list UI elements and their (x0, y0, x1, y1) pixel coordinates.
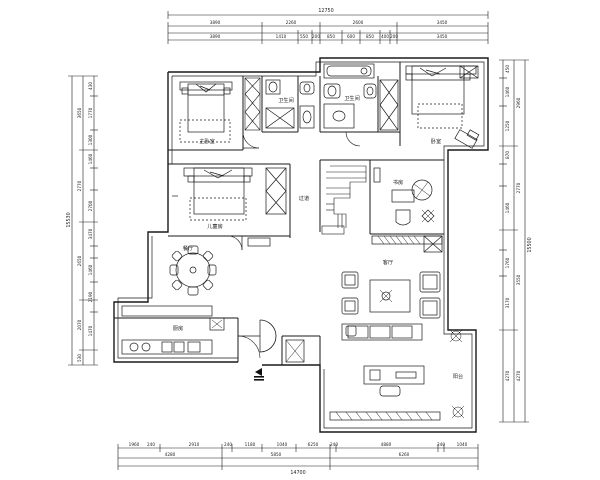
dim-bot-r1-0: 1960 (129, 442, 140, 447)
living-room (341, 271, 463, 343)
dim-bot-r1-10: 1040 (457, 442, 468, 447)
dim-left-r1-7: 2190 (88, 291, 93, 302)
kitchen (121, 305, 277, 359)
dim-top-r2-2: 2600 (353, 20, 364, 25)
dim-top-r2-3: 3450 (437, 20, 448, 25)
label-bedroom-nw: 主卧室 (199, 137, 215, 145)
dim-top-r2-0: 3890 (210, 20, 221, 25)
label-living: 客厅 (383, 258, 393, 266)
dim-left-r2-1: 2770 (77, 180, 82, 191)
dim-bot-r1-3: 240 (224, 442, 232, 447)
dim-bot-r1-2: 2910 (189, 442, 200, 447)
dim-bot-r1-1: 240 (147, 442, 155, 447)
dim-right-r1-3: 870 (505, 151, 510, 159)
dim-left-overall: 15530 (66, 212, 72, 227)
dim-top-r3-5: 600 (347, 34, 355, 39)
dim-top-r3-4: 850 (327, 34, 335, 39)
dim-bot-r2-2: 6260 (399, 452, 410, 457)
dim-right-overall: 15500 (527, 237, 533, 252)
entrance-arrow (254, 368, 264, 381)
dim-top-r3-2: 550 (300, 34, 308, 39)
dim-top-r3-3: 200 (312, 34, 320, 39)
label-bath-b: 卫生间 (344, 94, 360, 102)
dim-left-r2-3: 2070 (77, 319, 82, 330)
dim-right-r2-0: 2960 (516, 97, 521, 108)
dining (169, 245, 217, 296)
dimension-labels: 12750 3890 2260 2600 3450 3890 1410 550 … (66, 8, 533, 476)
dim-bot-overall: 14700 (290, 470, 305, 476)
dim-right-r1-6: 3170 (505, 297, 510, 308)
bath-b (323, 63, 399, 147)
bath-a (265, 79, 315, 129)
dim-left-r2-2: 2650 (77, 255, 82, 266)
dim-left-r1-8: 1470 (88, 325, 93, 336)
dim-right-r1-5: 1760 (505, 257, 510, 268)
dim-left-r1-6: 1460 (88, 264, 93, 275)
dim-right-r2-3: 4270 (516, 370, 521, 381)
label-bedroom-ne: 卧室 (431, 137, 441, 145)
dim-right-r2-2: 3550 (516, 274, 521, 285)
dim-right-r1-7: 4270 (505, 370, 510, 381)
dim-bot-r1-8: 4880 (381, 442, 392, 447)
dim-left-r1-2: 1300 (88, 134, 93, 145)
dim-top-r3-8: 200 (390, 34, 398, 39)
bedroom-w (172, 167, 287, 251)
dim-top-overall: 12750 (318, 8, 333, 14)
dim-left-r2-4: 530 (77, 354, 82, 362)
dim-bot-r2-0: 4280 (165, 452, 176, 457)
dim-top-r3-7: 400 (381, 34, 389, 39)
dim-left-r1-3: 1460 (88, 153, 93, 164)
dim-top-r3-9: 3450 (437, 34, 448, 39)
label-study: 书房 (393, 178, 403, 186)
dim-bot-r1-9: 240 (437, 442, 445, 447)
label-kitchen: 厨房 (173, 324, 183, 332)
dim-right-r1-0: 450 (505, 65, 510, 73)
label-dining: 餐厅 (183, 244, 193, 252)
dimension-lines (68, 11, 529, 470)
dim-bot-r1-6: 6250 (308, 442, 319, 447)
dim-right-r1-4: 1460 (505, 202, 510, 213)
dim-bot-r1-5: 1040 (277, 442, 288, 447)
stairs (321, 165, 367, 235)
dim-top-r3-0: 3890 (210, 34, 221, 39)
dim-right-r1-2: 1250 (505, 120, 510, 131)
dim-left-r1-5: 3470 (88, 228, 93, 239)
dim-left-r1-0: 430 (88, 82, 93, 90)
dim-left-r1-4: 2700 (88, 200, 93, 211)
dim-bot-r1-4: 1180 (245, 442, 256, 447)
study (371, 167, 443, 253)
bedroom-nw (179, 81, 260, 149)
label-bath-a: 卫生间 (278, 96, 294, 104)
label-corridor: 过道 (299, 194, 309, 202)
dim-top-r3-1: 1410 (276, 34, 287, 39)
dim-bot-r1-7: 240 (330, 442, 338, 447)
dim-right-r2-1: 2770 (516, 182, 521, 193)
wardrobe-nw (244, 77, 261, 131)
bedroom-ne (405, 65, 480, 149)
dim-bot-r2-1: 5850 (271, 452, 282, 457)
dim-left-r1-1: 1770 (88, 107, 93, 118)
dim-top-r2-1: 2260 (286, 20, 297, 25)
dim-left-r2-0: 3650 (77, 107, 82, 118)
label-balcony: 阳台 (453, 372, 463, 380)
dim-top-r3-6: 850 (366, 34, 374, 39)
dim-right-r1-1: 1460 (505, 86, 510, 97)
balcony (285, 339, 465, 421)
label-bedroom-w: 儿童房 (207, 222, 223, 230)
room-labels: 主卧室 卫生间 卫生间 卧室 儿童房 过道 书房 客厅 餐厅 厨房 阳台 (173, 94, 463, 380)
